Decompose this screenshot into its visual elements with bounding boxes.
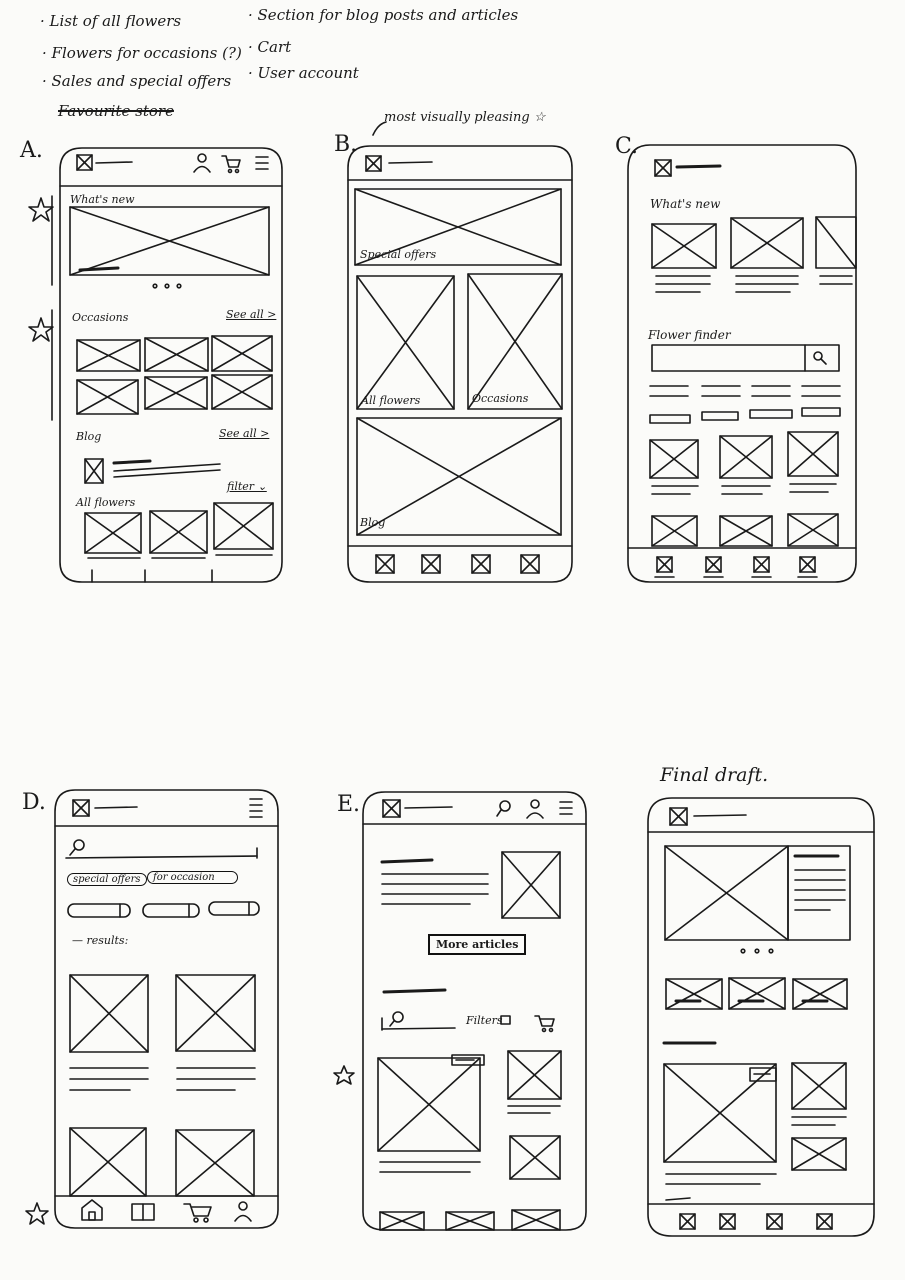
a-blog-heading: Blog: [76, 430, 102, 443]
wireframe-a-label: A.: [20, 138, 43, 163]
note-flowers-for-occasions: · Flowers for occasions (?): [42, 44, 242, 62]
note-list-of-all-flowers: · List of all flowers: [40, 12, 182, 30]
user-icon[interactable]: [193, 153, 211, 173]
bottom-nav[interactable]: [375, 554, 540, 574]
filters-dropdown-icon: [500, 1015, 511, 1025]
search-icon: [813, 351, 823, 361]
note-sales-and-special-offers: · Sales and special offers: [42, 72, 232, 90]
c-whats-new-heading: What's new: [650, 197, 721, 211]
blog-card[interactable]: [356, 417, 562, 536]
phone-e: [333, 791, 587, 1231]
a-see-all-blog-link[interactable]: See all >: [219, 427, 270, 440]
hamburger-menu-icon[interactable]: [559, 801, 573, 815]
e-more-articles-button[interactable]: More articles: [428, 934, 527, 955]
logo-placeholder-icon: [669, 807, 688, 826]
hamburger-menu-icon[interactable]: [255, 156, 269, 170]
hero-banner[interactable]: [664, 845, 851, 941]
a-filter-dropdown[interactable]: filter ⌄: [227, 480, 267, 493]
category-row[interactable]: [665, 977, 848, 1010]
b-special-offers-label: Special offers: [360, 248, 437, 261]
bottom-nav[interactable]: [679, 1213, 833, 1230]
book-icon: [131, 1203, 155, 1221]
phone-d: [25, 789, 279, 1229]
all-flowers-grid[interactable]: [84, 502, 274, 583]
results-grid[interactable]: [69, 974, 256, 1197]
note-user-account: · User account: [248, 64, 359, 82]
phone-a: [28, 147, 283, 583]
a-whats-new-heading: What's new: [70, 193, 135, 206]
cart-icon[interactable]: [534, 1015, 555, 1033]
star-icon: [28, 197, 54, 222]
logo-placeholder-icon: [365, 155, 382, 172]
final-draft-title: Final draft.: [660, 764, 769, 786]
wireframe-e-label: E.: [337, 792, 361, 817]
b-blog-label: Blog: [360, 516, 386, 529]
flower-finder-search[interactable]: [651, 344, 840, 372]
occasions-grid[interactable]: [76, 335, 273, 415]
phone-c: [627, 144, 857, 583]
all-flowers-card[interactable]: [356, 275, 455, 410]
search-icon: [392, 1011, 404, 1023]
note-blog-section: · Section for blog posts and articles: [248, 6, 519, 24]
product-grid[interactable]: [377, 1050, 562, 1231]
a-occasions-heading: Occasions: [72, 311, 129, 324]
star-icon: [28, 317, 54, 342]
star-icon: [333, 1065, 355, 1085]
hamburger-menu-icon[interactable]: [249, 798, 263, 818]
d-for-occasion-dropdown[interactable]: for occasion: [147, 871, 238, 884]
star-icon: [25, 1202, 49, 1225]
special-offers-card[interactable]: [354, 188, 562, 266]
d-special-offers-chip[interactable]: special offers: [67, 873, 147, 886]
b-annotation: most visually pleasing ☆: [384, 110, 546, 125]
filter-dropdowns[interactable]: [649, 407, 841, 424]
logo-placeholder-icon: [382, 799, 401, 818]
user-icon: [234, 1201, 252, 1222]
c-flower-finder-heading: Flower finder: [648, 328, 731, 342]
whats-new-carousel[interactable]: [651, 216, 857, 293]
b-occasions-label: Occasions: [472, 392, 529, 405]
phone-b: [347, 121, 573, 583]
article-preview[interactable]: [380, 851, 561, 919]
bottom-nav[interactable]: [81, 1199, 252, 1223]
search-icon: [73, 839, 85, 851]
blog-item[interactable]: [84, 458, 221, 484]
wireframe-d-label: D.: [22, 790, 46, 815]
product-grid[interactable]: [663, 1062, 847, 1201]
logo-placeholder-icon: [72, 799, 90, 817]
user-icon[interactable]: [526, 799, 544, 819]
wireframe-c-label: C.: [615, 134, 639, 159]
occasions-card[interactable]: [467, 273, 563, 410]
hero-banner[interactable]: [69, 206, 270, 276]
d-results-count: — results:: [72, 934, 129, 947]
logo-placeholder-icon: [654, 159, 672, 177]
results-grid[interactable]: [649, 431, 839, 547]
bottom-nav[interactable]: [654, 556, 818, 578]
a-see-all-occasions-link[interactable]: See all >: [226, 308, 277, 321]
search-bar[interactable]: [381, 1011, 456, 1031]
wireframe-b-label: B.: [334, 132, 358, 157]
cart-icon: [183, 1203, 212, 1223]
filter-dropdowns[interactable]: [67, 901, 260, 918]
b-all-flowers-label: All flowers: [361, 394, 421, 407]
search-icon[interactable]: [496, 800, 511, 817]
a-all-flowers-heading: All flowers: [76, 496, 136, 509]
phone-final: [647, 797, 875, 1237]
note-favourite-store-struck: Favourite store: [58, 102, 174, 120]
e-filters-dropdown[interactable]: Filters: [466, 1014, 503, 1027]
logo-placeholder-icon: [76, 154, 93, 171]
cart-icon[interactable]: [221, 155, 241, 174]
home-icon: [81, 1199, 103, 1221]
note-cart: · Cart: [248, 38, 292, 56]
search-bar[interactable]: [65, 839, 258, 859]
